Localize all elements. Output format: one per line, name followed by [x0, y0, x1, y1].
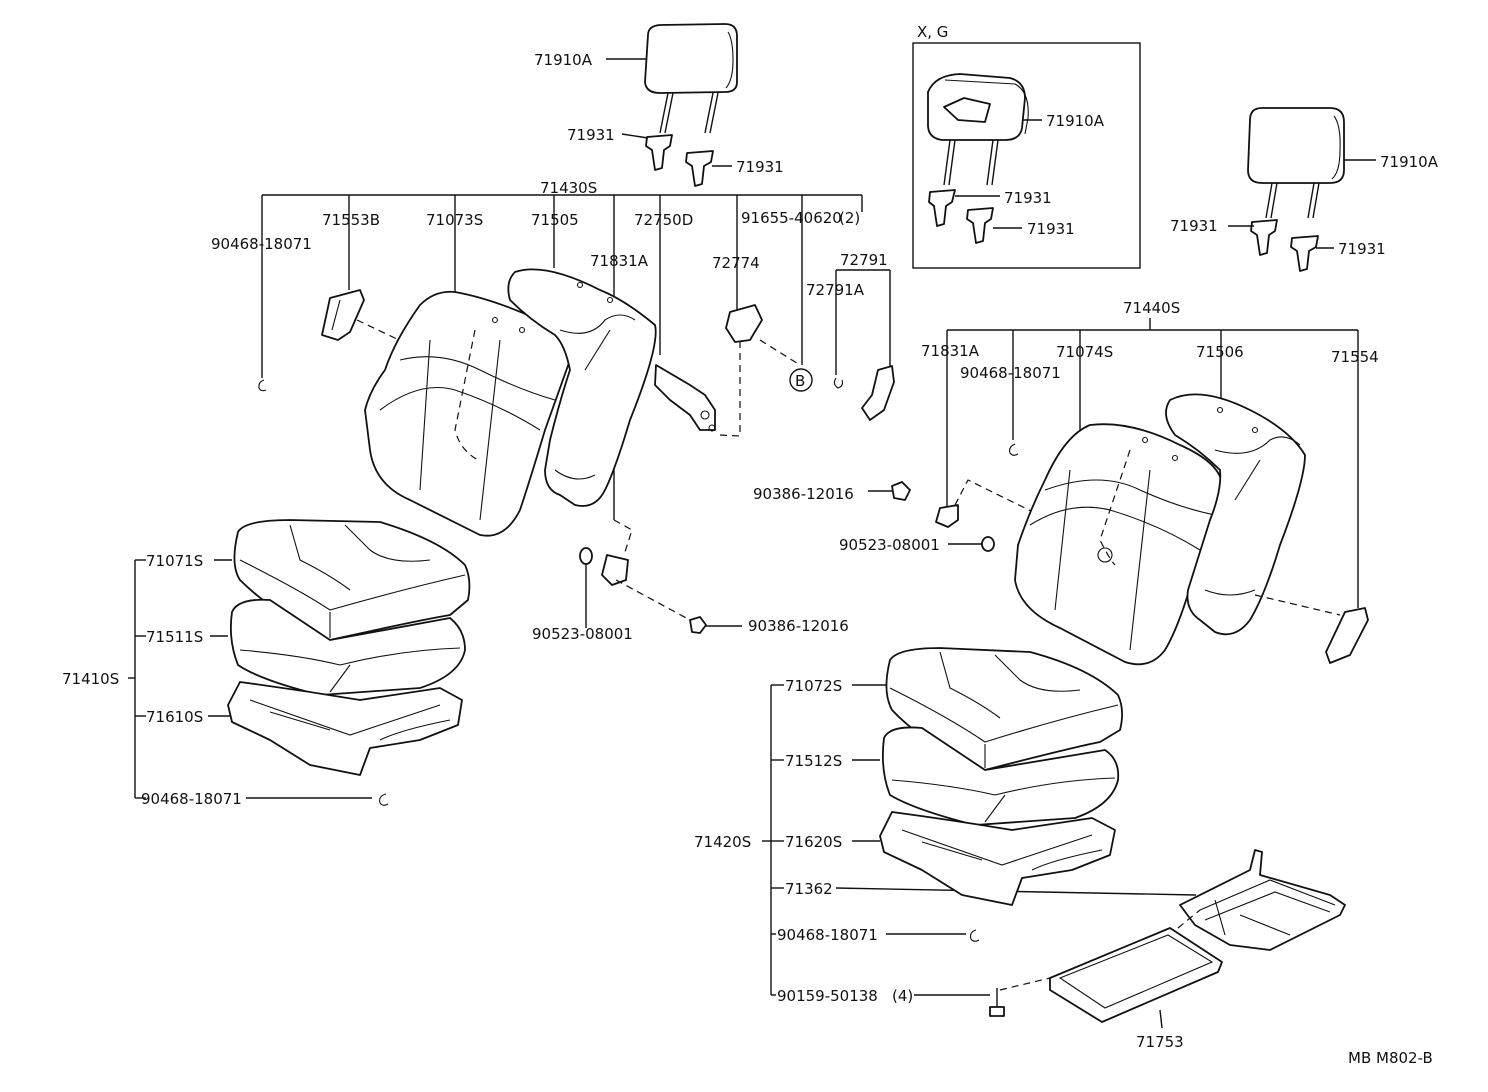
cover-71554: [1325, 607, 1369, 664]
label-72750D: 72750D: [634, 211, 693, 229]
callout-b-letter: B: [795, 372, 805, 390]
label-90386-12016: 90386-12016: [753, 485, 854, 503]
clip-90468-left-cushion: [379, 793, 389, 806]
label-71074S: 71074S: [1056, 343, 1113, 361]
cushion-pad-right-71512S: [881, 726, 1120, 826]
label-90523-08001: 90523-08001: [839, 536, 940, 554]
label-90468-18071: 90468-18071: [211, 235, 312, 253]
label-71420S: 71420S: [694, 833, 751, 851]
cushion-frame-left-71610S: [227, 681, 463, 776]
variant-box-xg: [912, 42, 1141, 269]
label-71511S: 71511S: [146, 628, 203, 646]
label-72791A: 72791A: [806, 281, 865, 299]
label-71610S: 71610S: [146, 708, 203, 726]
label-71910A: 71910A: [534, 51, 593, 69]
recliner-72750D: [654, 364, 716, 432]
label-90159-50138: 90159-50138: [777, 987, 878, 1005]
label-71931: 71931: [1027, 220, 1075, 238]
headrest-right: [1247, 107, 1345, 272]
label-90523-08001: 90523-08001: [532, 625, 633, 643]
label-71440S: 71440S: [1123, 299, 1180, 317]
cushion-pad-left-71511S: [229, 598, 466, 696]
nut-90523-right: [981, 536, 995, 552]
seatback-left-front: [364, 290, 573, 537]
hinge-cover-71831A-left: [601, 554, 629, 586]
label-71910A: 71910A: [1380, 153, 1439, 171]
label-90386-12016: 90386-12016: [748, 617, 849, 635]
clip-90468-right-cushion: [970, 929, 980, 942]
label-71505: 71505: [531, 211, 579, 229]
label-72774: 72774: [712, 254, 760, 272]
headrest-guide-left: [645, 134, 714, 187]
label-71410S: 71410S: [62, 670, 119, 688]
bolt-90386-left: [689, 616, 707, 634]
cover-71553B: [321, 289, 365, 341]
label-71831A: 71831A: [590, 252, 649, 270]
bolt-90159: [989, 988, 1005, 1017]
label-71553B: 71553B: [322, 211, 380, 229]
label-72791: 72791: [840, 251, 888, 269]
label-71931: 71931: [1338, 240, 1386, 258]
label-71931: 71931: [1170, 217, 1218, 235]
cover-72791: [861, 365, 895, 421]
label-71430S: 71430S: [540, 179, 597, 197]
clip-90468-left: [258, 379, 267, 392]
label-91655-qty: (2): [839, 209, 860, 227]
label-x-g: X, G: [917, 23, 948, 41]
label-71362: 71362: [785, 880, 833, 898]
cushion-frame-right-71620S: [879, 811, 1116, 906]
label-90468-18071: 90468-18071: [777, 926, 878, 944]
label-71931: 71931: [1004, 189, 1052, 207]
seatback-frame-right: [1165, 393, 1306, 636]
label-71910A: 71910A: [1046, 112, 1105, 130]
seatback-right-front: [1014, 423, 1223, 666]
label-71073S: 71073S: [426, 211, 483, 229]
label-71512S: 71512S: [785, 752, 842, 770]
label-91655-40620: 91655-40620: [741, 209, 842, 227]
label-71554: 71554: [1331, 348, 1379, 366]
cushion-left-71071S: [233, 519, 471, 641]
label-71931: 71931: [567, 126, 615, 144]
label-90159-qty: (4): [892, 987, 913, 1005]
callout-b: B: [789, 368, 813, 392]
label-71831A: 71831A: [921, 342, 980, 360]
nut-90523-left: [579, 547, 593, 565]
label-71931: 71931: [736, 158, 784, 176]
label-71072S: 71072S: [785, 677, 842, 695]
clip-72791A: [833, 377, 844, 389]
bolt-90386-right: [891, 481, 911, 501]
seatback-frame-left: [507, 268, 657, 507]
label-90468-18071: 90468-18071: [960, 364, 1061, 382]
tray-71753: [1049, 927, 1223, 1023]
label-90468-18071: 90468-18071: [141, 790, 242, 808]
label-71620S: 71620S: [785, 833, 842, 851]
hinge-cover-71831A-right: [935, 504, 959, 528]
headrest-xg: [927, 73, 1029, 244]
figure-code: MB M802-B: [1348, 1049, 1433, 1067]
seat-adjuster-71362: [1179, 849, 1346, 951]
bracket-72774: [725, 304, 763, 343]
label-71071S: 71071S: [146, 552, 203, 570]
cushion-right-71072S: [885, 647, 1123, 771]
label-71506: 71506: [1196, 343, 1244, 361]
headrest-left: [644, 23, 738, 134]
clip-90468-right: [1009, 443, 1019, 456]
label-71753: 71753: [1136, 1033, 1184, 1051]
